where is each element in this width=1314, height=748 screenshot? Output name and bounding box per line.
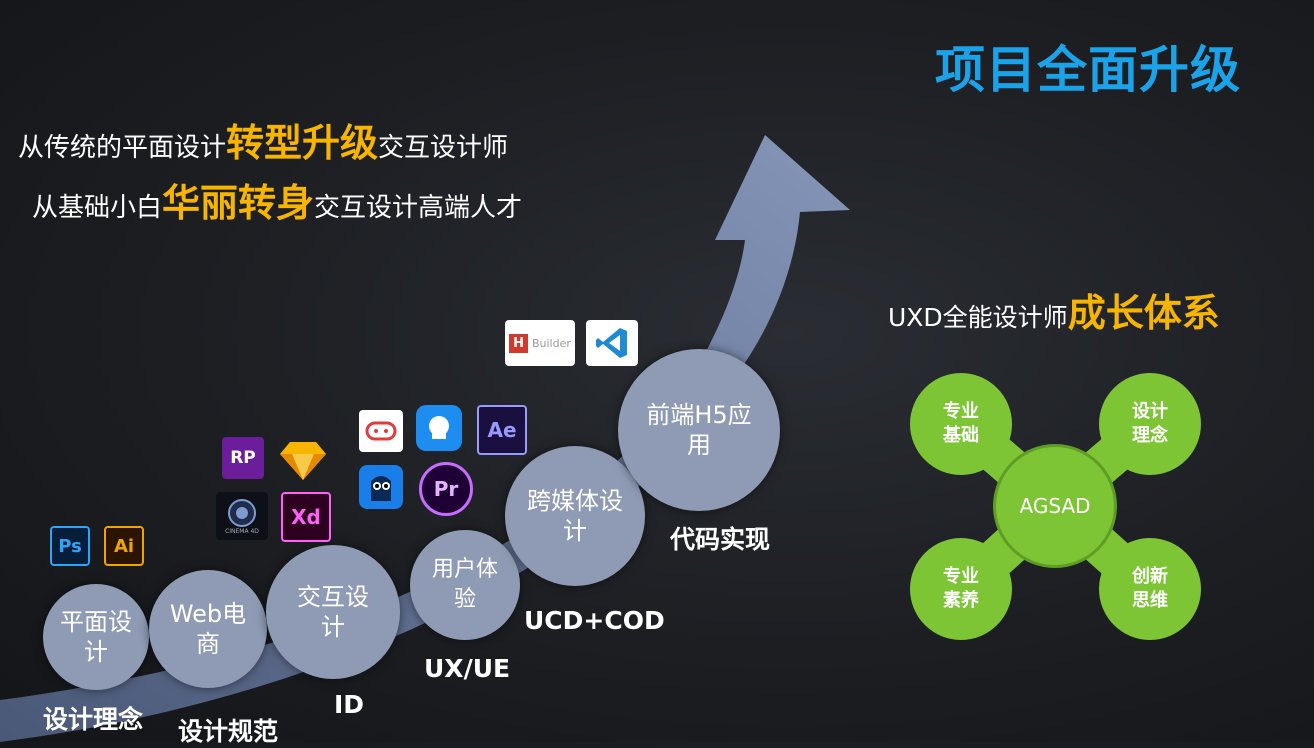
agsad-center: AGSAD: [993, 444, 1117, 568]
stage-label-6: 代码实现: [670, 525, 771, 554]
bubble-user-experience: 用户体验: [410, 530, 520, 640]
cinema4d-icon: CINEMA 4D: [216, 492, 268, 540]
bubble-graphic-design: 平面设计: [43, 584, 149, 690]
stage-label-1: 设计理念: [43, 705, 144, 734]
growth-heading-highlight: 成长体系: [1067, 291, 1220, 335]
after-effects-icon: Ae: [477, 405, 527, 455]
stage-label-4: UX/UE: [424, 654, 511, 683]
agsad-petal-1: 专业基础: [910, 373, 1012, 475]
page-title: 项目全面升级: [935, 41, 1241, 99]
bubble-web-ecommerce: Web电商: [149, 570, 267, 688]
growth-heading: UXD全能设计师成长体系: [888, 282, 1220, 337]
adobe-xd-icon: Xd: [281, 492, 331, 542]
agsad-petal-2: 设计理念: [1099, 373, 1201, 475]
illustrator-icon: Ai: [104, 526, 144, 566]
growth-heading-pre: UXD全能设计师: [888, 303, 1068, 332]
bubble-frontend-h5: 前端H5应用: [618, 349, 780, 511]
vscode-icon: [586, 320, 638, 366]
bubble-interaction-design: 交互设计: [266, 545, 400, 679]
app-icon-blue-monster: [359, 465, 403, 509]
photoshop-icon: Ps: [50, 526, 90, 566]
intro-line-1-highlight: 转型升级: [226, 121, 379, 165]
app-icon-red-face: [359, 410, 403, 452]
stage-label-2: 设计规范: [178, 717, 279, 746]
agsad-petal-3: 专业素养: [910, 538, 1012, 640]
premiere-icon: Pr: [419, 462, 473, 516]
stage-label-5: UCD+COD: [524, 606, 665, 635]
app-icon-blue-chef: [416, 405, 462, 451]
intro-line-2-post: 交互设计高端人才: [314, 193, 523, 223]
stage-label-3: ID: [334, 690, 365, 719]
sketch-icon: [280, 442, 326, 480]
bubble-cross-media: 跨媒体设计: [505, 446, 645, 586]
axure-rp-icon: RP: [222, 437, 264, 479]
intro-line-2: 从基础小白华丽转身交互设计高端人才: [32, 172, 522, 227]
intro-line-1: 从传统的平面设计转型升级交互设计师: [18, 112, 508, 167]
intro-line-1-post: 交互设计师: [378, 133, 509, 163]
agsad-petal-4: 创新思维: [1099, 538, 1201, 640]
agsad-diagram: 专业基础 设计理念 专业素养 创新思维 AGSAD: [905, 368, 1205, 648]
intro-line-2-highlight: 华丽转身: [162, 181, 315, 225]
intro-line-1-pre: 从传统的平面设计: [18, 133, 227, 163]
intro-line-2-pre: 从基础小白: [32, 193, 163, 223]
